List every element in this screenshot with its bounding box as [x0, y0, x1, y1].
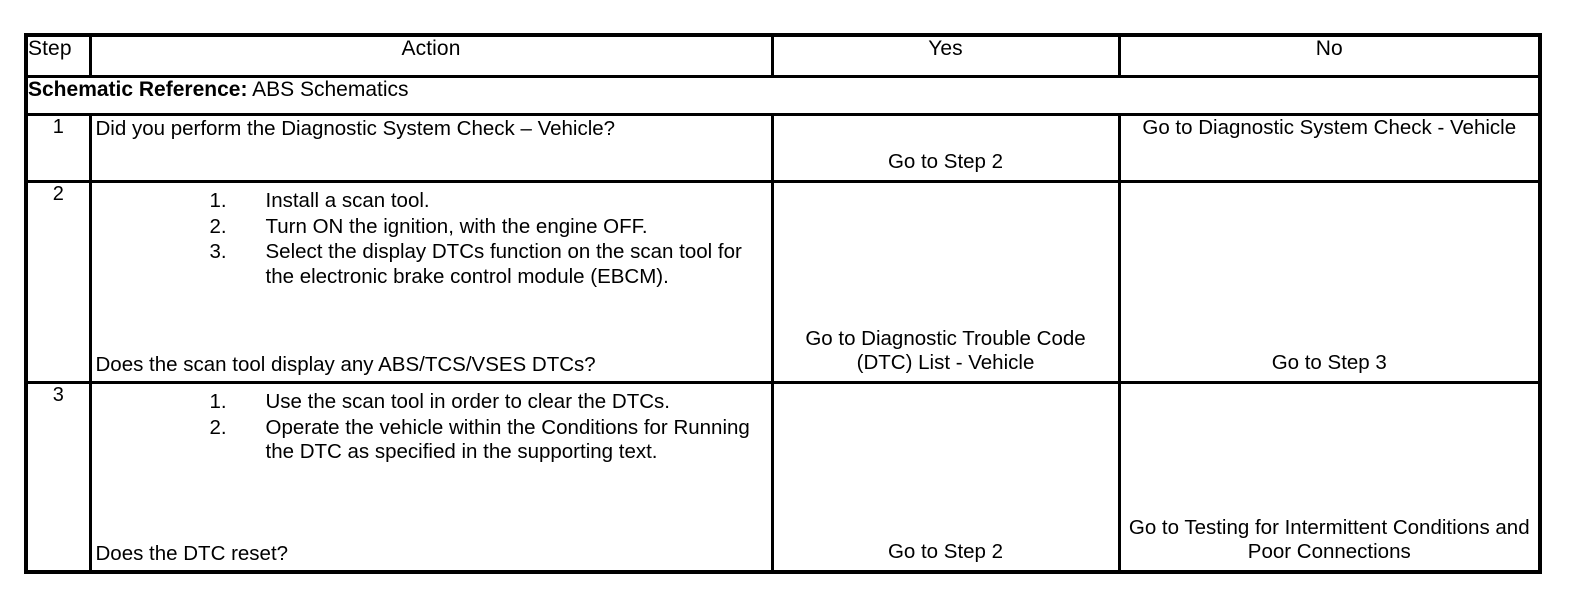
action-question: Does the DTC reset?: [95, 542, 289, 566]
schematic-reference-value: ABS Schematics: [252, 78, 409, 101]
step-number: 1: [24, 113, 92, 183]
column-header-yes: Yes: [770, 33, 1121, 78]
action-question: Did you perform the Diagnostic System Ch…: [95, 117, 616, 140]
substep-text: Select the display DTCs function on the …: [265, 240, 742, 288]
yes-answer-text: Go to Step 2: [887, 539, 1004, 563]
no-answer-cell[interactable]: Go to Step 3: [1117, 180, 1542, 384]
substep-number: 1.: [209, 189, 227, 212]
list-item: 2. Operate the vehicle within the Conditi…: [92, 416, 771, 465]
table-row: 1 Did you perform the Diagnostic System …: [24, 113, 1542, 183]
substep-text: Turn ON the ignition, with the engine OF…: [265, 214, 648, 238]
substep-text: Use the scan tool in order to clear the …: [265, 390, 671, 413]
no-answer-text: Go to Diagnostic System Check - Vehicle: [1142, 116, 1517, 139]
action-cell: 1. Use the scan tool in order to clear th…: [88, 381, 774, 574]
column-header-no: No: [1117, 33, 1542, 78]
substep-number: 2.: [209, 214, 227, 238]
no-answer-text: Go to Testing for Intermittent Condition…: [1128, 515, 1530, 563]
schematic-reference-label: Schematic Reference:: [28, 78, 248, 101]
column-header-action: Action: [88, 33, 774, 78]
action-question: Does the scan tool display any ABS/TCS/V…: [95, 353, 596, 377]
step-number: 3: [24, 381, 92, 574]
yes-answer-text: Go to Step 2: [887, 149, 1004, 173]
no-answer-cell[interactable]: Go to Diagnostic System Check - Vehicle: [1117, 113, 1542, 183]
step-number: 2: [24, 180, 92, 384]
substep-number: 3.: [209, 240, 227, 264]
action-content: 1. Use the scan tool in order to clear th…: [92, 384, 771, 570]
list-item: 2. Turn ON the ignition, with the engine …: [92, 215, 771, 240]
column-header-step: Step: [24, 33, 92, 78]
action-content: 1. Install a scan tool. 2. Turn ON the ign…: [92, 183, 771, 381]
no-answer-cell[interactable]: Go to Testing for Intermittent Condition…: [1117, 381, 1542, 574]
schematic-reference-cell: Schematic Reference: ABS Schematics: [24, 75, 1542, 116]
table-header-row: Step Action Yes No: [24, 33, 1542, 78]
yes-answer-cell[interactable]: Go to Step 2: [770, 113, 1121, 183]
no-answer-text: Go to Step 3: [1271, 350, 1387, 374]
substep-text: Install a scan tool.: [265, 189, 430, 212]
table-row: 2 1. Install a scan tool. 2. Turn ON the i…: [24, 180, 1542, 384]
substep-list: 1. Install a scan tool. 2. Turn ON the ign…: [92, 183, 771, 289]
diagnostic-procedure-table: Step Action Yes No Schematic Reference: …: [24, 33, 1542, 574]
list-item: 3. Select the display DTCs function on th…: [92, 240, 771, 289]
action-content: Did you perform the Diagnostic System Ch…: [92, 116, 771, 180]
yes-answer-cell[interactable]: Go to Diagnostic Trouble Code (DTC) List…: [770, 180, 1121, 384]
yes-answer-cell[interactable]: Go to Step 2: [770, 381, 1121, 574]
action-cell: 1. Install a scan tool. 2. Turn ON the ign…: [88, 180, 774, 384]
substep-text: Operate the vehicle within the Condition…: [265, 415, 750, 464]
yes-answer-text: Go to Diagnostic Trouble Code (DTC) List…: [805, 326, 1086, 374]
substep-number: 2.: [209, 415, 227, 439]
schematic-reference-row: Schematic Reference: ABS Schematics: [24, 75, 1542, 116]
substep-number: 1.: [209, 390, 227, 413]
list-item: 1. Use the scan tool in order to clear th…: [92, 390, 771, 415]
substep-list: 1. Use the scan tool in order to clear th…: [92, 384, 771, 465]
list-item: 1. Install a scan tool.: [92, 189, 771, 214]
table-row: 3 1. Use the scan tool in order to clear …: [24, 381, 1542, 574]
action-cell: Did you perform the Diagnostic System Ch…: [88, 113, 774, 183]
